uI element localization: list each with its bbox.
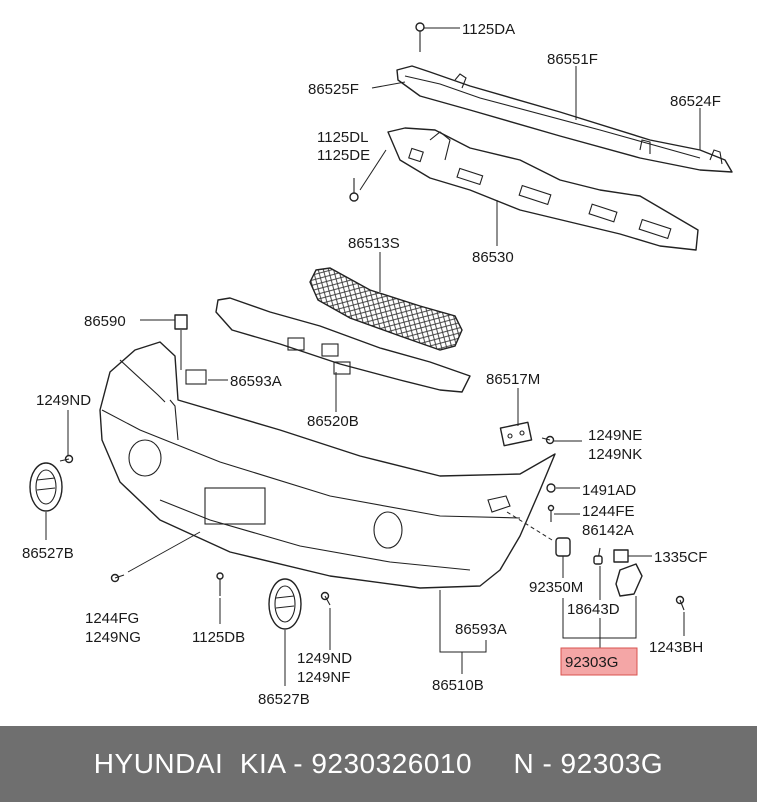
screw-icons	[59, 435, 685, 611]
label-1249nf: 1249NF	[297, 669, 350, 686]
label-18643d: 18643D	[567, 601, 620, 618]
leader-lines	[45, 27, 701, 686]
bumper-cover	[99, 341, 556, 589]
footer-text: HYUNDAI KIA - 9230326010 N - 92303G	[93, 748, 664, 779]
label-1125db: 1125DB	[192, 629, 245, 646]
fog-lamp-cover-bottom-icon	[268, 578, 302, 630]
bracket-86517m-icon	[499, 421, 533, 447]
label-1249nd-left: 1249ND	[36, 392, 91, 409]
label-86593a-top: 86593A	[230, 373, 282, 390]
label-1244fg: 1244FG	[85, 610, 139, 627]
label-1249ne: 1249NE	[588, 427, 642, 444]
label-1491ad: 1491AD	[582, 482, 636, 499]
label-1335cf: 1335CF	[654, 549, 707, 566]
label-86525f: 86525F	[308, 81, 359, 98]
label-92350m: 92350M	[529, 579, 583, 596]
label-92303g: 92303G	[565, 654, 618, 671]
footer-banner: HYUNDAI KIA - 9230326010 N - 92303G	[0, 726, 757, 802]
label-86517m: 86517M	[486, 371, 540, 388]
highlight-box	[560, 647, 638, 676]
label-86524f: 86524F	[670, 93, 721, 110]
label-1125de: 1125DE	[317, 147, 370, 164]
label-86530: 86530	[472, 249, 514, 266]
label-1244fe: 1244FE	[582, 503, 635, 520]
label-1125dl: 1125DL	[317, 129, 368, 146]
label-86513s: 86513S	[348, 235, 400, 252]
label-1243bh: 1243BH	[649, 639, 703, 656]
label-86520b: 86520B	[307, 413, 359, 430]
energy-absorber	[215, 297, 471, 393]
bolt-1125dl-icon	[349, 178, 359, 202]
bumper-beam	[387, 127, 699, 251]
retainer-86590-icon	[174, 314, 188, 330]
label-1249nd-bottom: 1249ND	[297, 650, 352, 667]
parts-diagram: 1125DA 86551F 86525F 86524F 1125DL 1125D…	[22, 21, 733, 708]
label-86593a-bottom: 86593A	[455, 621, 507, 638]
label-86527b-bottom: 86527B	[258, 691, 310, 708]
bracket-86593a-icon	[185, 369, 207, 385]
label-86551f: 86551F	[547, 51, 598, 68]
side-marker-lamp-icon	[506, 511, 643, 597]
part-labels: 1125DA 86551F 86525F 86524F 1125DL 1125D…	[22, 21, 721, 708]
label-86527b-left: 86527B	[22, 545, 74, 562]
label-86590: 86590	[84, 313, 126, 330]
bumper-absorber-bracket	[396, 65, 733, 173]
label-86142a: 86142A	[582, 522, 634, 539]
fog-lamp-cover-left-icon	[29, 462, 63, 512]
bolt-1125da-icon	[415, 22, 425, 52]
grille-mesh	[309, 267, 463, 351]
label-86510b: 86510B	[432, 677, 484, 694]
label-1125da: 1125DA	[462, 21, 515, 38]
label-1249ng: 1249NG	[85, 629, 141, 646]
label-1249nk: 1249NK	[588, 446, 642, 463]
